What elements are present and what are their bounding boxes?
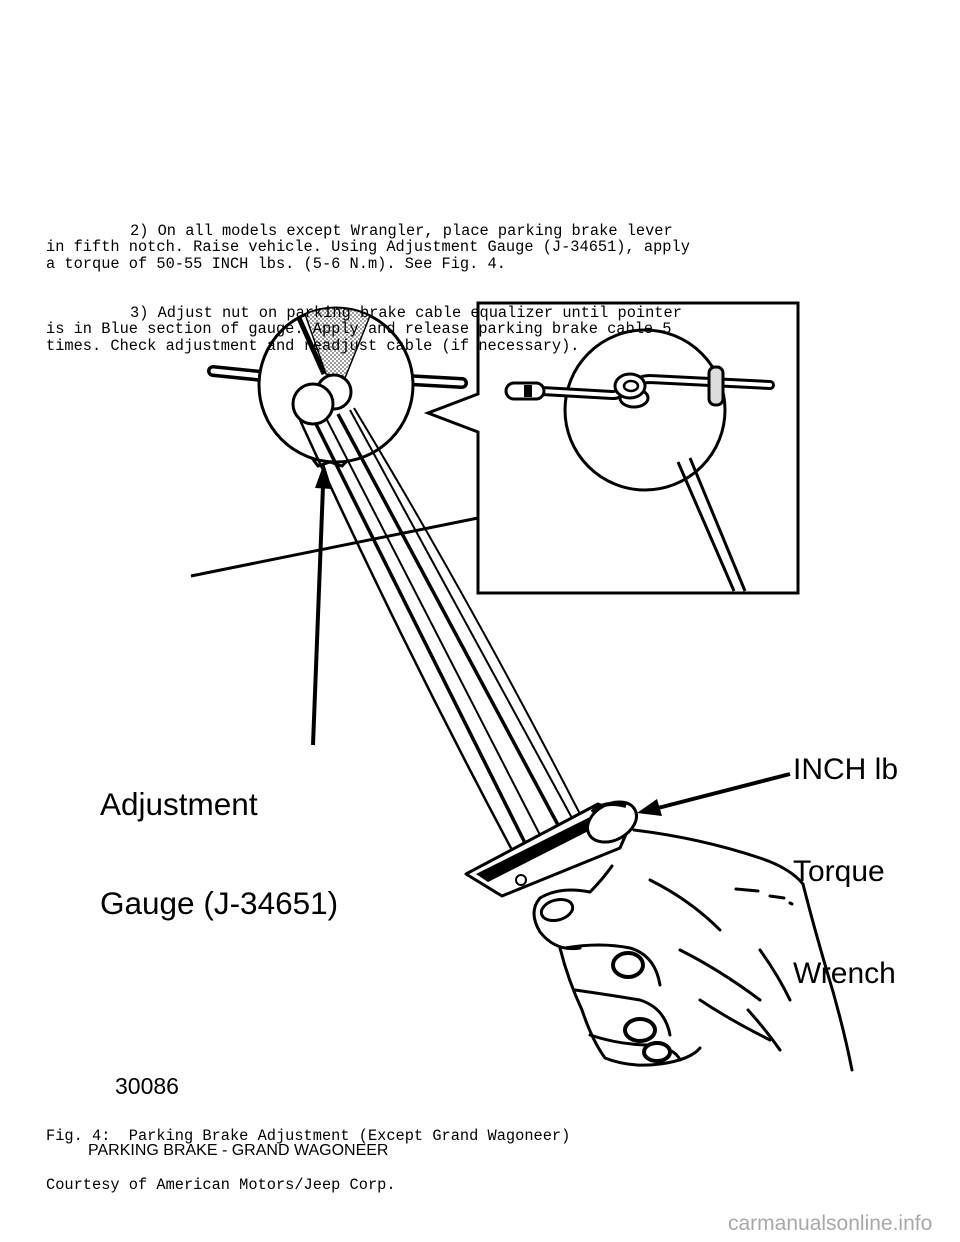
procedure-step-2: 2) On all models except Wrangler, place … — [46, 221, 690, 273]
caption-line: Fig. 4: Parking Brake Adjustment (Except… — [46, 1126, 571, 1145]
gauge-notch — [310, 457, 350, 468]
gauge-pointer — [296, 316, 327, 376]
text-line: 2) On all models except Wrangler, place … — [130, 221, 673, 240]
floor-line — [190, 516, 479, 578]
label-line: Torque — [793, 855, 885, 888]
gauge-rod-right — [402, 374, 468, 389]
detail-gauge-disc — [563, 328, 727, 492]
torque-wrench-label: INCH lb Torque Wrench — [793, 685, 898, 1025]
figure-number: 30086 — [115, 1073, 179, 1099]
section-heading: PARKING BRAKE - GRAND WAGONEER — [88, 1142, 389, 1159]
blue-section-wedge — [304, 307, 371, 379]
text-line: 3) Adjust nut on parking brake cable equ… — [130, 303, 682, 322]
label-line: INCH lb — [793, 753, 899, 786]
wrench-label-arrow — [637, 772, 791, 816]
label-line: Adjustment — [100, 786, 258, 822]
text-line: a torque of 50-55 INCH lbs. (5-6 N.m). S… — [46, 254, 506, 273]
gauge-label-arrow — [311, 463, 332, 746]
detail-cable-connector — [504, 381, 546, 401]
caption-credit: Courtesy of American Motors/Jeep Corp. — [46, 1176, 396, 1195]
gauge-rod-left — [207, 365, 268, 382]
procedure-step-3: 3) Adjust nut on parking brake cable equ… — [46, 303, 690, 355]
label-line: Wrench — [793, 957, 896, 990]
watermark: carmanualsonline.info — [728, 1212, 933, 1235]
detail-bracket — [707, 365, 725, 407]
detail-knob — [613, 372, 650, 409]
adjustment-gauge-label: Adjustment Gauge (J-34651) — [100, 722, 338, 953]
hand — [532, 828, 854, 1072]
gauge-knob — [291, 373, 353, 426]
text-line: in fifth notch. Raise vehicle. Using Adj… — [46, 238, 690, 257]
figure-caption: Fig. 4: Parking Brake Adjustment (Except… — [46, 1095, 570, 1210]
procedure-text: 2) On all models except Wrangler, place … — [46, 190, 690, 370]
text-line: times. Check adjustment and readjust cab… — [46, 336, 580, 355]
label-line: Gauge (J-34651) — [100, 885, 339, 921]
text-line: is in Blue section of gauge. Apply and r… — [46, 320, 672, 339]
detail-shaft — [676, 457, 747, 592]
torque-wrench-head — [464, 800, 638, 898]
